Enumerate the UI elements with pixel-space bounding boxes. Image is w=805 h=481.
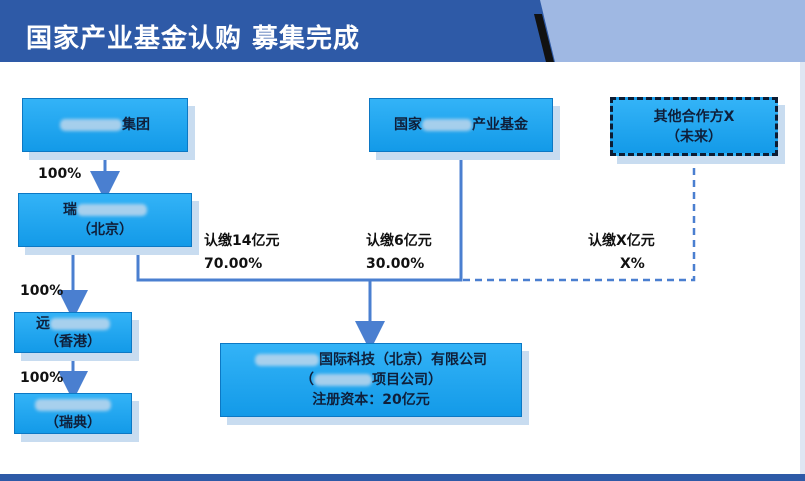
hk-visible-text: 远 xyxy=(36,315,50,332)
subscription-beijing-share: 70.00% xyxy=(204,256,263,272)
ownership-beijing-to-hk: 100% xyxy=(20,283,64,299)
ownership-hk-to-sweden: 100% xyxy=(20,370,64,386)
redacted-name xyxy=(50,317,110,330)
ownership-top-to-beijing: 100% xyxy=(38,166,82,182)
line-other-to-bus xyxy=(461,156,696,282)
beijing-location: （北京） xyxy=(77,222,133,238)
subscription-fund-share: 30.00% xyxy=(366,256,425,272)
node-sweden-entity: （瑞典） xyxy=(14,393,132,434)
subscription-other-amount: 认缴X亿元 xyxy=(588,233,655,249)
project-company-type-prefix: （ xyxy=(300,372,314,388)
line-fund-to-bus xyxy=(370,152,463,282)
node-other-partner: 其他合作方X （未来） xyxy=(610,97,778,156)
node-state-fund: 国家 产业基金 xyxy=(369,98,553,152)
project-company-type: 项目公司） xyxy=(372,372,442,388)
redacted-name xyxy=(422,119,472,131)
other-partner-name: 其他合作方X xyxy=(653,108,735,125)
right-edge-rule xyxy=(800,62,805,474)
node-top-left-entity: 集团 xyxy=(22,98,188,152)
subscription-fund-amount: 认缴6亿元 xyxy=(366,233,432,249)
node-beijing-entity: 瑞 （北京） xyxy=(18,193,192,247)
redacted-name xyxy=(35,398,111,411)
sweden-location: （瑞典） xyxy=(45,414,101,431)
subscription-other-share: X% xyxy=(620,256,645,272)
other-partner-status: （未来） xyxy=(666,128,722,145)
project-registered-capital: 注册资本：20亿元 xyxy=(312,392,430,408)
page-title: 国家产业基金认购 募集完成 xyxy=(26,24,361,54)
state-fund-suffix: 产业基金 xyxy=(472,117,528,133)
title-bar: 国家产业基金认购 募集完成 xyxy=(0,0,805,62)
line-beijing-to-bus xyxy=(136,247,370,282)
node-project-company: 国际科技（北京）有限公司 （ 项目公司） 注册资本：20亿元 xyxy=(220,343,522,417)
subscription-beijing-amount: 认缴14亿元 xyxy=(204,233,280,249)
beijing-visible-text: 瑞 xyxy=(63,202,77,218)
hk-location: （香港） xyxy=(45,333,101,350)
bottom-rule xyxy=(0,474,805,481)
project-company-name: 国际科技（北京）有限公司 xyxy=(319,352,487,368)
top-left-visible-text: 集团 xyxy=(122,117,150,133)
node-hk-entity: 远 （香港） xyxy=(14,312,132,353)
state-fund-prefix: 国家 xyxy=(394,117,422,133)
redacted-name xyxy=(60,119,122,131)
redacted-name xyxy=(255,354,319,366)
redacted-name xyxy=(77,204,147,216)
title-band xyxy=(0,0,555,62)
redacted-name xyxy=(314,374,372,386)
